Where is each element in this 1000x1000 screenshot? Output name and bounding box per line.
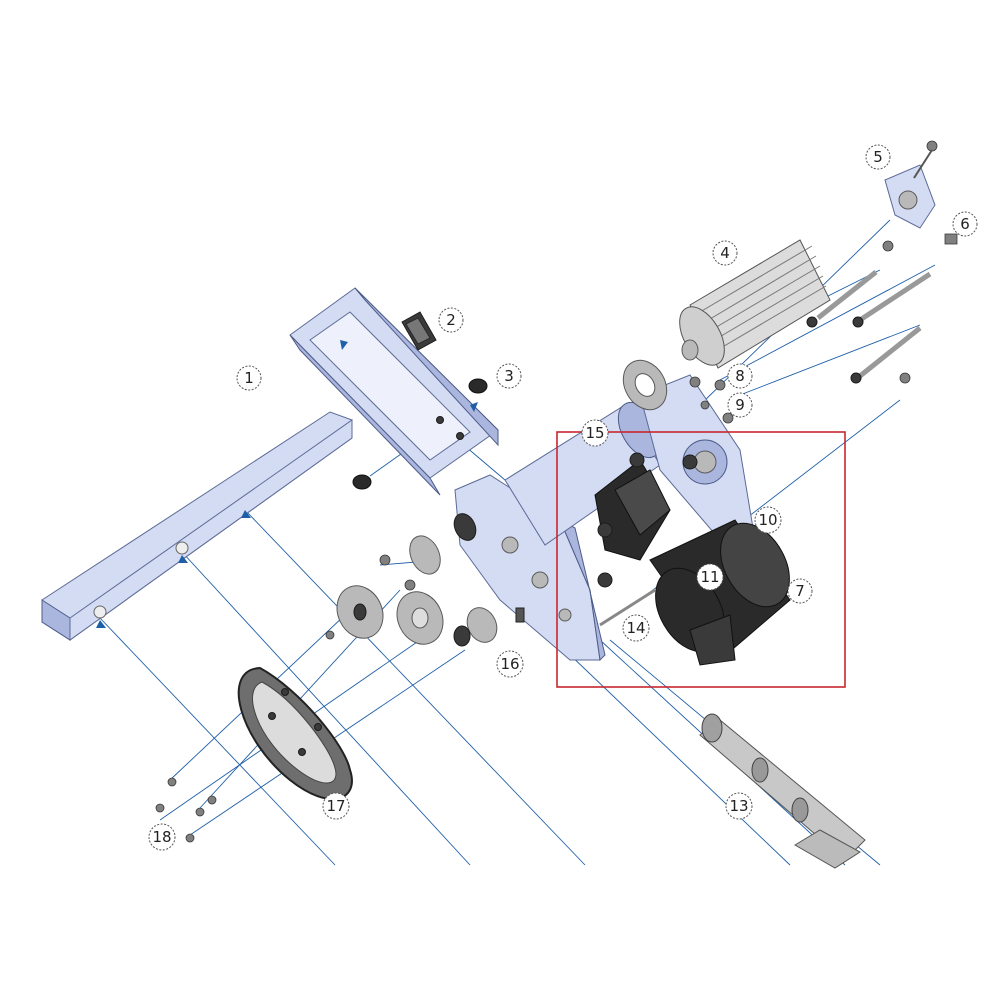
callout-8: 8 <box>727 363 753 389</box>
part-2-plate <box>401 311 437 351</box>
callout-10: 10 <box>754 506 782 534</box>
part-1-rail-arm <box>41 411 353 641</box>
svg-text:7: 7 <box>795 582 805 600</box>
callout-14: 14 <box>622 614 650 642</box>
callout-6: 6 <box>952 211 978 237</box>
part-9-fasteners <box>689 376 734 424</box>
svg-text:17: 17 <box>326 797 345 815</box>
svg-text:4: 4 <box>720 244 730 262</box>
part-13-output-shaft <box>699 713 866 869</box>
part-6-bolt <box>882 233 958 252</box>
svg-text:6: 6 <box>960 215 970 233</box>
callout-11: 11 <box>696 563 724 591</box>
callout-15: 15 <box>581 419 609 447</box>
part-16-pin <box>515 607 525 623</box>
svg-text:14: 14 <box>626 619 645 637</box>
callout-1: 1 <box>236 365 262 391</box>
part-7-motor <box>649 519 791 666</box>
callout-17: 17 <box>322 792 350 820</box>
svg-text:15: 15 <box>585 424 604 442</box>
part-11-gearbox <box>594 452 698 588</box>
part-8-tie-rods <box>806 270 932 384</box>
svg-text:1: 1 <box>244 369 254 387</box>
part-5-bracket <box>884 140 938 229</box>
part-4-roller <box>679 239 831 369</box>
part-14-shaft <box>599 588 656 627</box>
callout-3: 3 <box>496 363 522 389</box>
callout-16: 16 <box>496 650 524 678</box>
svg-text:11: 11 <box>700 568 719 586</box>
svg-text:3: 3 <box>504 367 514 385</box>
svg-text:8: 8 <box>735 367 745 385</box>
callout-markers: 1 2 3 4 5 6 7 8 9 10 11 <box>148 144 978 851</box>
svg-text:9: 9 <box>735 396 745 414</box>
bearing-flange <box>622 359 668 411</box>
svg-text:2: 2 <box>446 311 456 329</box>
part-1-cradle-frame <box>289 287 499 496</box>
svg-text:16: 16 <box>500 655 519 673</box>
callout-9: 9 <box>727 392 753 418</box>
svg-text:5: 5 <box>873 148 883 166</box>
part-3-bumpers <box>352 378 488 490</box>
highlight-box <box>556 431 846 688</box>
callout-4: 4 <box>712 240 738 266</box>
part-10-motor-plate <box>639 374 756 541</box>
callout-13: 13 <box>725 792 753 820</box>
arrow-heads <box>96 340 478 628</box>
svg-text:18: 18 <box>152 828 171 846</box>
sprocket-gears <box>325 513 498 647</box>
part-18-screws <box>155 777 217 843</box>
gearbox-side-plate <box>454 474 606 662</box>
svg-text:10: 10 <box>758 511 777 529</box>
svg-text:13: 13 <box>729 797 748 815</box>
callout-5: 5 <box>865 144 891 170</box>
part-17-chain <box>237 666 353 800</box>
callout-2: 2 <box>438 307 464 333</box>
callout-7: 7 <box>787 578 813 604</box>
callout-18: 18 <box>148 823 176 851</box>
